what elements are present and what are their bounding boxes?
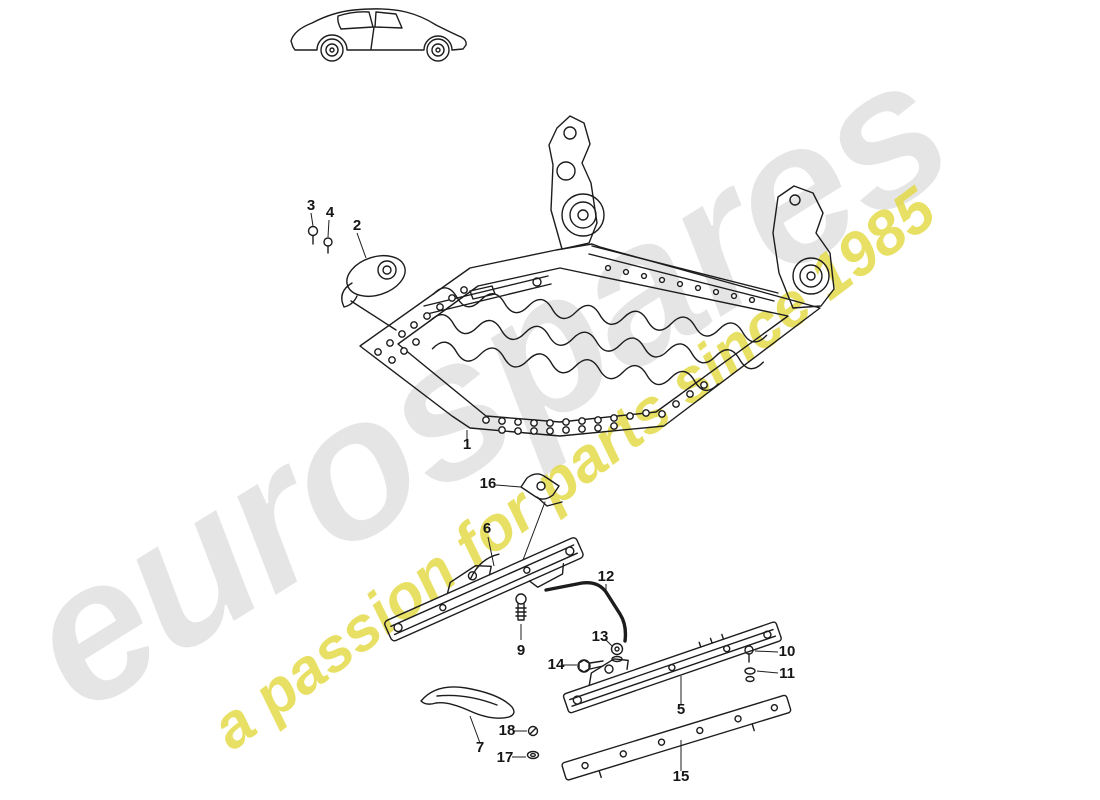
seat-rail-part-5 — [562, 621, 782, 714]
part-label-9[interactable]: 9 — [517, 642, 525, 659]
part-label-15[interactable]: 15 — [673, 768, 690, 785]
part-label-3[interactable]: 3 — [307, 197, 315, 214]
screw-part-9 — [515, 593, 527, 621]
part-labels: 1 2 3 4 5 6 7 9 10 11 12 13 14 15 16 17 … — [307, 197, 796, 785]
slide-rail-part-15 — [561, 694, 792, 781]
screw-part-10 — [744, 645, 754, 663]
leader-lines — [310, 212, 779, 771]
part-label-11[interactable]: 11 — [779, 665, 795, 682]
part-label-1[interactable]: 1 — [463, 436, 471, 453]
nut-part-17 — [526, 750, 540, 760]
part-label-4[interactable]: 4 — [326, 204, 335, 221]
seat-rail-part-6 — [384, 537, 584, 642]
bolt-part-14 — [577, 659, 604, 673]
seat-frame-part-1 — [359, 115, 835, 437]
screw-part-18 — [527, 725, 539, 737]
part-label-17[interactable]: 17 — [497, 749, 514, 766]
part-label-7[interactable]: 7 — [476, 739, 484, 756]
seat-springs — [429, 287, 768, 391]
part-label-13[interactable]: 13 — [592, 628, 609, 645]
clamp-part-13 — [610, 642, 624, 663]
car-silhouette-icon — [290, 8, 467, 62]
part-label-5[interactable]: 5 — [677, 701, 685, 718]
part-label-12[interactable]: 12 — [598, 568, 615, 585]
bracket-part-16 — [520, 473, 563, 561]
part-label-10[interactable]: 10 — [779, 643, 796, 660]
part-label-18[interactable]: 18 — [499, 722, 516, 739]
part-label-16[interactable]: 16 — [480, 475, 497, 492]
part-label-2[interactable]: 2 — [353, 217, 361, 234]
washer-nut-part-11 — [744, 667, 756, 683]
part-label-14[interactable]: 14 — [548, 656, 565, 673]
connecting-rod-part-12 — [544, 581, 628, 643]
release-handle-part-7 — [420, 686, 515, 719]
recliner-fitting-parts-2-3-4 — [307, 225, 406, 331]
part-label-6[interactable]: 6 — [483, 520, 491, 537]
